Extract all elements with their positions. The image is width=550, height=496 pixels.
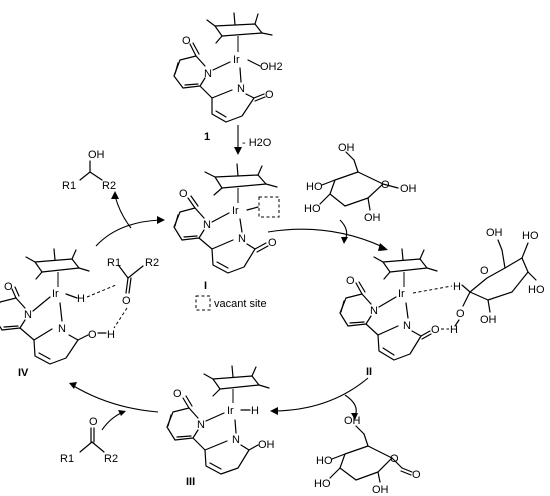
cp-star-ligand [373,248,438,287]
lactone-oh-1-label: OH [344,415,361,427]
h-bridge-label: H [453,281,461,293]
n-right-label: N [238,233,246,245]
o-top-label: O [179,188,188,200]
compound-III: Ir H N N O OH III [166,365,275,488]
aqua-ligand-label: OH2 [260,61,283,73]
o-bottom-label: O [268,237,277,249]
vacant-site-legend-label: vacant site [214,298,267,310]
ketone-bound: R1 R2 O [107,257,159,329]
glucose-bound-oh-2-label: HO [522,230,539,242]
ketone-r1-label: R1 [60,453,74,465]
iridium-label: Ir [233,54,240,66]
lactone-oh-4-label: OH [372,484,389,496]
hydride-label: H [77,293,85,305]
compound-II-label: II [366,366,372,378]
glucose-oh-5-label: OH [400,183,417,195]
ketone-substrate: O R1 R2 [60,416,118,465]
arrow-II-to-III [270,377,369,420]
n-right-label: N [58,323,66,335]
lactone-oh-3-label: HO [314,478,331,490]
compound-II: Ir H N N O O H II [339,248,461,378]
bipyridonate-ligand: N N O OH [166,388,275,475]
glucose-bound-oh-4-label: OH [480,314,497,326]
cp-star-ligand [25,248,90,287]
ketone-o-label: O [89,416,98,428]
glucose-bound-oh-3-label: HO [528,284,545,296]
oh-o-label: O [88,329,97,341]
compound-I: Ir N N O O I [173,163,280,292]
n-left-label: N [370,305,378,317]
cp-star-ligand [204,163,278,203]
oh-o-label: O [431,324,440,336]
glucose-oh-2-label: HO [306,181,323,193]
alcohol-product: OH R1 R2 [62,149,116,192]
n-left-label: N [197,419,205,431]
n-right-label: N [403,320,411,332]
bipyridonate-ligand: N N O O [173,188,277,274]
glucose-oh-1-label: OH [338,142,355,154]
iridium-label: Ir [52,288,59,300]
glucose-bound-ring-o-label: O [480,265,489,277]
compound-1: Ir OH2 N N O O 1 [173,12,283,143]
arrow-IV-to-I [95,191,165,247]
water-loss-label: - H2O [242,137,272,149]
arrow-dehydration: - H2O [234,125,272,155]
iridium-label: Ir [232,205,239,217]
gluconolactone-product: O OH HO HO OH O [314,415,421,496]
glucose-substrate: O OH HO HO OH OH [304,142,417,224]
lactone-oh-2-label: HO [316,455,333,467]
vacant-site-legend: vacant site [195,295,267,311]
glucose-oh-3-label: HO [304,203,321,215]
ketone-r2-label: R2 [104,453,118,465]
compound-III-label: III [186,476,195,488]
o-top-label: O [182,35,191,47]
n-left-label: N [204,68,212,80]
bipyridonate-ligand: N N O O [173,35,274,123]
glucose-oh-4-label: OH [364,212,381,224]
vacant-site-box [258,196,280,218]
compound-IV: Ir H N N O O H IV [0,248,117,379]
o-top-label: O [173,388,182,400]
iridium-label: Ir [398,288,405,300]
bipyridonate-ligand: N N O O H [0,281,115,365]
alcohol-r1-label: R1 [62,180,76,192]
compound-IV-label: IV [18,367,29,379]
n-left-label: N [24,309,32,321]
n-right-label: N [237,83,245,95]
oh-label: OH [258,439,275,451]
compound-1-label: 1 [204,131,210,143]
ketone-bound-r2-label: R2 [145,257,159,269]
arrow-III-to-IV [69,382,159,431]
oh-h-label: H [107,329,115,341]
iridium-label: Ir [227,405,234,417]
vacant-site-legend-box [195,295,211,311]
glucose-bound: O O OH HO HO OH [454,227,545,327]
glucose-bound-o-label: O [456,308,465,320]
bipyridonate-ligand: N N O O H [339,275,458,361]
cp-star-ligand [203,365,270,403]
lactone-carbonyl-o-label: O [412,469,421,481]
n-left-label: N [203,219,211,231]
cp-star-ligand [206,12,273,52]
ketone-bound-r1-label: R1 [107,257,121,269]
alcohol-oh-label: OH [88,149,105,161]
oh-h-label: H [450,324,458,336]
lactone-ring-o-label: O [390,453,399,465]
n-right-label: N [232,434,240,446]
hydride-label: H [251,405,259,417]
o-top-label: O [346,275,355,287]
compound-I-label: I [204,280,207,292]
alcohol-r2-label: R2 [102,180,116,192]
arrow-I-to-II [267,219,388,251]
o-top-label: O [4,281,13,293]
glucose-bound-oh-1-label: OH [486,227,503,239]
o-bottom-label: O [265,89,274,101]
ketone-bound-o-label: O [122,295,131,307]
